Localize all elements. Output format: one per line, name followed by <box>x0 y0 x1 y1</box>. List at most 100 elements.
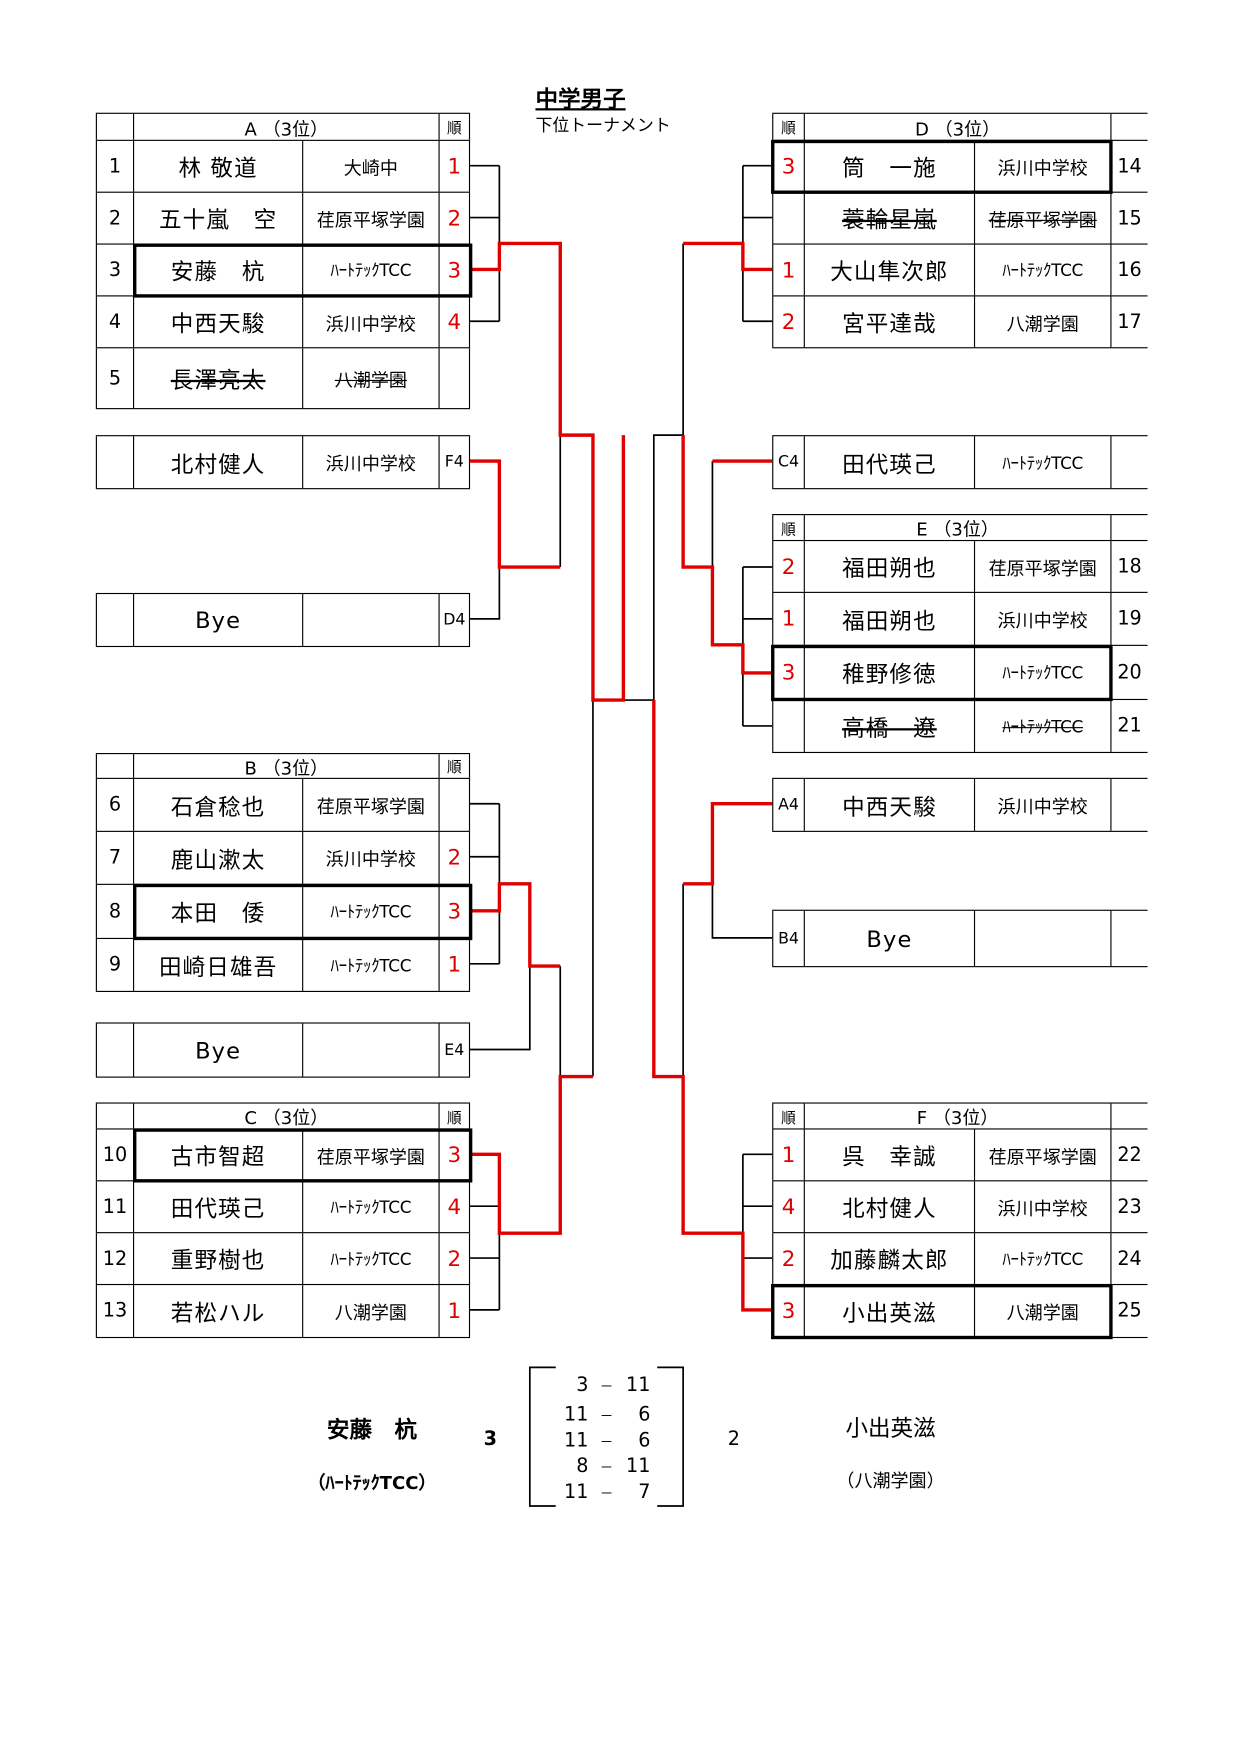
player-club: ﾊｰﾄﾃｯｸTCC <box>302 884 438 938</box>
group-title: B （3位） <box>133 754 438 778</box>
slot-code: E4 <box>438 1023 471 1077</box>
group-title-text: F （3位） <box>916 1106 999 1129</box>
group-rank <box>438 348 471 409</box>
group-title: D （3位） <box>803 113 1111 140</box>
player-club-text: 八潮学園 <box>1006 1301 1079 1324</box>
seed-number: 4 <box>95 296 133 348</box>
seed-number-text: 20 <box>1117 661 1142 684</box>
slot-code-text: A4 <box>778 795 799 814</box>
player-club: 荏原平塚学園 <box>302 192 438 244</box>
player-club-text: 荏原平塚学園 <box>988 1145 1097 1168</box>
player-name: 安藤 杭 <box>133 244 302 296</box>
player-club: 八潮学園 <box>302 1285 438 1337</box>
seed-blank <box>95 1023 133 1077</box>
winner-path-line <box>470 241 626 702</box>
player-club: 八潮学園 <box>302 348 438 409</box>
player-club-text: 荏原平塚学園 <box>316 209 425 231</box>
seed-number-text: 7 <box>108 846 122 870</box>
final-right-club: （八潮学園） <box>836 1469 945 1492</box>
player-club-text: ﾊｰﾄﾃｯｸTCC <box>330 955 412 976</box>
group-rank-text: 3 <box>447 257 462 283</box>
player-name-text: 田代瑛己 <box>170 1194 266 1222</box>
group-rank-text: 2 <box>781 1246 796 1271</box>
game-score-row: 11－7 <box>552 1481 665 1504</box>
game-score-left: 11 <box>564 1429 589 1452</box>
seed-number: 9 <box>95 939 133 991</box>
player-name: 筒 一施 <box>803 140 974 192</box>
player-name: 宮平達哉 <box>803 296 974 348</box>
player-club <box>973 910 1110 967</box>
group-rank-text: 1 <box>447 153 462 179</box>
qualifier-row: Bye E4 <box>95 1023 471 1078</box>
player-club: ﾊｰﾄﾃｯｸTCC <box>973 645 1110 699</box>
group-rank: 3 <box>772 140 804 192</box>
rank-header-text: 順 <box>781 120 796 138</box>
group-rank-text: 2 <box>781 309 796 335</box>
seed-number: 8 <box>95 884 133 938</box>
player-name: 大山隼次郎 <box>803 244 974 296</box>
player-club: 大崎中 <box>302 140 438 192</box>
seed-number: 7 <box>95 831 133 884</box>
player-club: ﾊｰﾄﾃｯｸTCC <box>302 1181 438 1233</box>
group-rank-text: 3 <box>781 1298 796 1324</box>
group-rank <box>772 192 804 244</box>
group-rank-text: 4 <box>447 309 462 335</box>
player-name-text: 長澤亮太 <box>170 366 266 394</box>
seed-number: 15 <box>1110 192 1147 244</box>
player-name: 林 敬道 <box>133 140 302 192</box>
group-header: A （3位）順 <box>95 113 471 141</box>
player-club-text: 浜川中学校 <box>325 312 416 335</box>
player-name-text: 呉 幸誠 <box>842 1143 937 1171</box>
player-name-text: 福田朔也 <box>842 554 937 582</box>
player-club-text: ﾊｰﾄﾃｯｸTCC <box>330 1249 412 1270</box>
group-rank <box>772 700 804 752</box>
header-blank <box>1110 113 1147 140</box>
player-name: Bye <box>133 1023 302 1077</box>
seed-number-text: 16 <box>1117 258 1142 282</box>
player-club-text: 浜川中学校 <box>325 453 416 475</box>
player-club-text: 荏原平塚学園 <box>316 1145 425 1168</box>
player-name: 田代瑛己 <box>133 1181 302 1233</box>
player-club-text: 荏原平塚学園 <box>988 209 1097 231</box>
player-name: 小出英滋 <box>803 1285 974 1337</box>
seed-number-text: 15 <box>1117 206 1142 230</box>
seed-number-text: 6 <box>108 793 122 817</box>
rank-header: 順 <box>772 1103 804 1129</box>
seed-number: 11 <box>95 1181 133 1233</box>
player-name-text: 中西天駿 <box>170 309 266 338</box>
rank-header: 順 <box>772 113 804 140</box>
group-rank: 3 <box>438 884 471 938</box>
winner-path-line <box>470 1074 593 1235</box>
player-club: 浜川中学校 <box>973 592 1110 645</box>
winner-path-line <box>470 459 561 569</box>
bracket-line <box>470 966 531 1051</box>
seed-blank <box>95 594 133 646</box>
player-club-text: ﾊｰﾄﾃｯｸTCC <box>1002 716 1084 737</box>
group-rank: 1 <box>438 939 471 991</box>
seed-number-text: 19 <box>1117 607 1142 631</box>
group-title: A （3位） <box>133 113 438 140</box>
player-club-text: 八潮学園 <box>334 1301 407 1324</box>
player-name-text: 加藤麟太郎 <box>830 1246 949 1274</box>
game-score-left: 11 <box>564 1481 589 1504</box>
group-header: B （3位）順 <box>95 754 471 779</box>
seed-number: 13 <box>95 1285 133 1337</box>
player-name-text: 高橋 遼 <box>842 714 937 742</box>
player-name-text: 小出英滋 <box>842 1299 937 1327</box>
seed-number-text: 21 <box>1117 714 1142 738</box>
player-club-text: 八潮学園 <box>1006 312 1079 335</box>
